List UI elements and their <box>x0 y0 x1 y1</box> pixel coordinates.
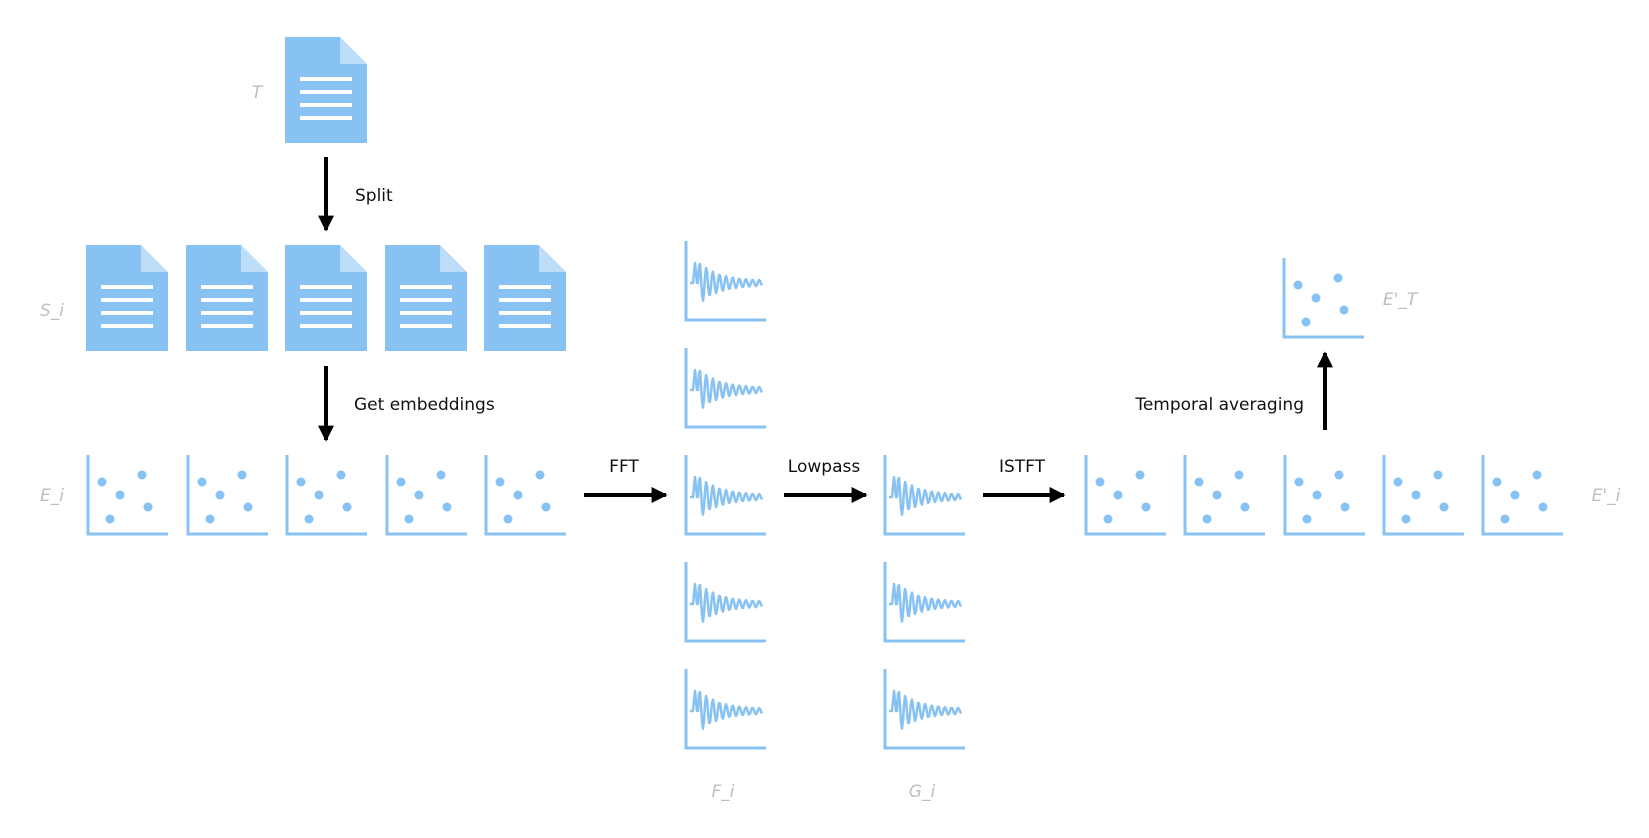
scatter-plot-icon-embedding-3 <box>285 455 367 536</box>
damped-wave-icon-lowpass-2 <box>883 562 965 643</box>
document-group <box>86 37 566 351</box>
scatter-plot-icon-embedding-2 <box>186 455 268 536</box>
step-get-embeddings-label: Get embeddings <box>354 395 495 415</box>
step-istft-label: ISTFT <box>999 457 1046 477</box>
damped-wave-icon-fft-2 <box>684 348 766 429</box>
document-icon-full-text <box>285 37 367 143</box>
damped-wave-icon-lowpass-3 <box>883 669 965 750</box>
signal-group <box>684 241 965 750</box>
document-icon-segment-2 <box>186 245 268 351</box>
document-icon-segment-4 <box>385 245 467 351</box>
label-f-i: F_i <box>711 782 734 802</box>
damped-wave-icon-fft-4 <box>684 562 766 643</box>
label-g-i: G_i <box>909 782 936 802</box>
label-t: T <box>252 83 264 103</box>
damped-wave-icon-fft-1 <box>684 241 766 322</box>
scatter-plot-icon-output-5 <box>1481 455 1563 536</box>
scatter-plot-icon-output-2 <box>1183 455 1265 536</box>
damped-wave-icon-lowpass-1 <box>883 455 965 536</box>
step-lowpass-label: Lowpass <box>788 457 861 477</box>
step-split-label: Split <box>355 186 393 206</box>
scatter-plot-icon-embedding-5 <box>484 455 566 536</box>
scatter-plot-icon-embedding-1 <box>86 455 168 536</box>
label-s-i: S_i <box>40 301 64 321</box>
document-icon-segment-3 <box>285 245 367 351</box>
step-temporal-averaging-label: Temporal averaging <box>1134 395 1304 415</box>
scatter-plot-icon-averaged <box>1282 258 1364 339</box>
scatter-plot-icon-output-4 <box>1382 455 1464 536</box>
label-e-prime-t: E'_T <box>1383 290 1419 310</box>
damped-wave-icon-fft-3 <box>684 455 766 536</box>
step-fft-label: FFT <box>609 457 639 477</box>
label-e-prime-i: E'_i <box>1592 486 1621 506</box>
damped-wave-icon-fft-5 <box>684 669 766 750</box>
scatter-plot-icon-embedding-4 <box>385 455 467 536</box>
arrow-group <box>318 157 1333 503</box>
label-e-i: E_i <box>40 486 64 506</box>
embedding-group <box>86 258 1563 536</box>
document-icon-segment-5 <box>484 245 566 351</box>
scatter-plot-icon-output-1 <box>1084 455 1166 536</box>
scatter-plot-icon-output-3 <box>1283 455 1365 536</box>
document-icon-segment-1 <box>86 245 168 351</box>
